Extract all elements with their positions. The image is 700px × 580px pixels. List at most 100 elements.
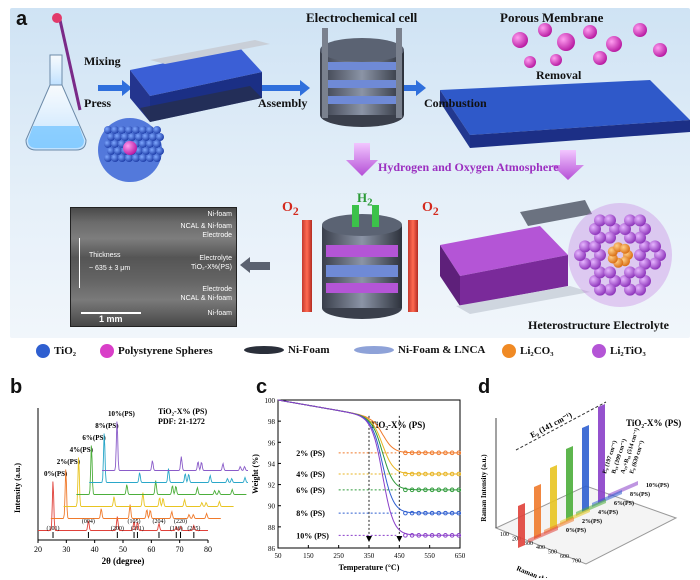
hkl-label: (215) <box>187 525 200 532</box>
legend-li2co3: Li₂CO₃ <box>502 344 554 358</box>
legend-li2tio3: Li₂TiO₃ <box>592 344 646 358</box>
tio2-sphere <box>114 147 122 155</box>
ps-sphere <box>538 23 552 37</box>
sphere-particles <box>104 23 667 296</box>
tio2-sphere <box>118 126 126 134</box>
label-o2-left: O2 <box>282 200 299 218</box>
series-marker <box>423 450 428 456</box>
tio2-sphere <box>146 140 154 148</box>
hkl-label: (004) <box>82 518 95 525</box>
series-marker <box>429 471 435 477</box>
series-marker <box>436 533 442 538</box>
tio2-sphere <box>128 133 136 141</box>
series-marker <box>423 487 428 493</box>
li2tio3-sphere <box>594 214 606 227</box>
x-tick-label: 250 <box>333 552 344 560</box>
panel-letter-b: b <box>10 376 23 398</box>
series-marker <box>416 533 422 538</box>
x-tick-label: 500 <box>548 550 557 556</box>
ps-sphere <box>606 36 622 52</box>
panel-letter-d: d <box>478 376 491 398</box>
li2tio3-sphere <box>634 231 646 244</box>
series-marker <box>429 450 435 456</box>
series-label: 4%(PS) <box>70 446 94 454</box>
series-label: 4% (PS) <box>296 470 325 479</box>
tio2-sphere <box>156 147 164 155</box>
series-marker <box>423 510 428 516</box>
y-tick-label: 92 <box>268 482 276 490</box>
y-tick-label: 96 <box>268 439 276 447</box>
marker-arrow <box>366 536 372 542</box>
sem-image: Ni-foam NCAL & Ni-foam Electrode Thickne… <box>70 207 237 327</box>
tio2-sphere <box>135 147 143 155</box>
li2tio3-sphere <box>639 240 651 253</box>
series-marker <box>403 450 408 456</box>
ps-sphere <box>512 32 528 48</box>
li2tio3-sphere <box>609 274 621 287</box>
li2tio3-sphere <box>619 274 631 287</box>
label-combustion: Combustion <box>424 96 487 110</box>
label-removal: Removal <box>536 68 582 82</box>
tio2-sphere <box>107 147 115 155</box>
series-marker <box>429 510 435 516</box>
x-tick-label: 50 <box>275 552 283 560</box>
tio2-sphere <box>104 140 112 148</box>
series-marker <box>443 487 448 493</box>
panel-letter-c: c <box>256 376 268 398</box>
x-tick-label: 400 <box>536 545 545 551</box>
series-label: 6% (PS) <box>296 486 325 495</box>
pressed-sheet <box>130 40 270 122</box>
ps-sphere <box>583 25 597 39</box>
marker-arrow <box>396 536 403 542</box>
series-marker <box>416 487 422 493</box>
legend-ps: Polystyrene Spheres <box>100 344 213 358</box>
series-marker <box>409 533 415 538</box>
x-tick-label: 350 <box>364 552 375 560</box>
series-marker <box>456 487 462 493</box>
series-marker <box>403 533 408 538</box>
x-axis-label: Raman shift (cm⁻¹) <box>515 564 572 578</box>
x-tick-label: 150 <box>303 552 314 560</box>
series-marker <box>443 450 448 456</box>
legend-ni-foam-lnca: Ni-Foam & LNCA <box>354 344 485 356</box>
tio2-sphere <box>156 133 164 141</box>
li2tio3-sphere <box>649 257 661 270</box>
label-press: Press <box>84 96 112 110</box>
y-tick-label: 88 <box>268 524 276 532</box>
tio2-sphere <box>107 133 115 141</box>
label-atmosphere: Hydrogen and Oxygen Atmosphere <box>378 160 559 174</box>
x-axis-label: Temperature (°C) <box>339 563 400 572</box>
xrd-series-line <box>76 445 247 496</box>
li2tio3-sphere <box>604 283 616 296</box>
series-label: 0%(PS) <box>44 470 68 478</box>
y-axis-label: Intensity (a.u.) <box>13 463 22 513</box>
ps-sphere <box>524 56 536 68</box>
chart-title: TiO₂-X% (PS) <box>626 418 681 428</box>
tio2-sphere <box>149 133 157 141</box>
x-tick-label: 30 <box>62 545 70 554</box>
li2tio3-sphere <box>589 274 601 287</box>
sem-ncal-top: NCAL & Ni-foam <box>180 223 232 230</box>
tio2-sphere <box>135 133 143 141</box>
x-tick-label: 40 <box>91 545 99 554</box>
series-marker <box>429 487 435 493</box>
x-tick-label: 300 <box>524 541 533 547</box>
li2tio3-sphere <box>589 223 601 236</box>
series-marker <box>449 471 455 477</box>
li2co3-sphere <box>619 243 630 254</box>
li2tio3-sphere <box>579 240 591 253</box>
series-marker <box>403 487 408 493</box>
li2tio3-sphere <box>609 223 621 236</box>
x-tick-label: 650 <box>455 552 466 560</box>
li2tio3-sphere <box>639 223 651 236</box>
hkl-label: (116) <box>170 525 183 532</box>
tio2-sphere <box>132 126 140 134</box>
y-tick-label: 90 <box>268 503 276 511</box>
sem-thickness-value: ~ 635 ± 3 μm <box>89 265 131 272</box>
sem-electrode-top: Electrode <box>202 232 232 239</box>
sem-thickness-bar <box>79 238 80 288</box>
li2tio3-sphere <box>589 240 601 253</box>
flask-icon <box>25 13 87 151</box>
gas-cell <box>302 205 418 319</box>
tio2-sphere <box>146 126 154 134</box>
